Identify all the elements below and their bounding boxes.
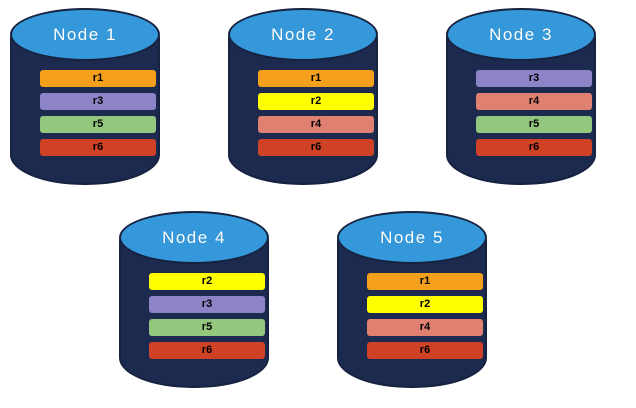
database-node-4[interactable]: Node 4 r2 r3 r5 r6: [119, 211, 269, 397]
replica-label: r2: [201, 275, 213, 287]
replica-bar[interactable]: r4: [476, 93, 592, 110]
cylinder-top-ellipse: Node 2: [228, 8, 378, 61]
replica-stack: r1 r2 r4 r6: [258, 70, 374, 156]
replica-label: r4: [528, 95, 540, 107]
replica-bar[interactable]: r5: [476, 116, 592, 133]
replica-stack: r2 r3 r5 r6: [149, 273, 265, 359]
replica-bar[interactable]: r1: [258, 70, 374, 87]
database-node-2[interactable]: Node 2 r1 r2 r4 r6: [228, 8, 378, 194]
database-node-1[interactable]: Node 1 r1 r3 r5 r6: [10, 8, 160, 194]
database-node-5[interactable]: Node 5 r1 r2 r4 r6: [337, 211, 487, 397]
replica-label: r5: [201, 321, 213, 333]
replica-label: r5: [92, 118, 104, 130]
cylinder-top-ellipse: Node 1: [10, 8, 160, 61]
replica-label: r4: [419, 321, 431, 333]
replica-bar[interactable]: r1: [367, 273, 483, 290]
replica-label: r2: [419, 298, 431, 310]
node-label: Node 5: [380, 228, 444, 247]
replica-bar[interactable]: r6: [476, 139, 592, 156]
replica-label: r6: [201, 344, 213, 356]
node-label: Node 3: [489, 25, 553, 44]
replica-bar[interactable]: r3: [476, 70, 592, 87]
replica-bar[interactable]: r6: [149, 342, 265, 359]
replica-bar[interactable]: r3: [40, 93, 156, 110]
replica-bar[interactable]: r2: [367, 296, 483, 313]
cylinder-top-ellipse: Node 3: [446, 8, 596, 61]
replica-bar[interactable]: r3: [149, 296, 265, 313]
replica-label: r3: [528, 72, 540, 84]
replica-label: r5: [528, 118, 540, 130]
replica-stack: r1 r2 r4 r6: [367, 273, 483, 359]
database-node-3[interactable]: Node 3 r3 r4 r5 r6: [446, 8, 596, 194]
replica-label: r1: [92, 72, 104, 84]
cylinder-top-ellipse: Node 5: [337, 211, 487, 264]
replica-bar[interactable]: r4: [258, 116, 374, 133]
replica-bar[interactable]: r4: [367, 319, 483, 336]
node-label: Node 2: [271, 25, 335, 44]
replica-stack: r1 r3 r5 r6: [40, 70, 156, 156]
replica-label: r1: [419, 275, 431, 287]
replica-bar[interactable]: r5: [40, 116, 156, 133]
replica-bar[interactable]: r6: [40, 139, 156, 156]
node-label: Node 4: [162, 228, 226, 247]
replica-bar[interactable]: r2: [149, 273, 265, 290]
replica-label: r6: [528, 141, 540, 153]
replica-bar[interactable]: r6: [367, 342, 483, 359]
replica-label: r6: [419, 344, 431, 356]
replica-label: r3: [201, 298, 213, 310]
replica-label: r3: [92, 95, 104, 107]
replica-label: r2: [310, 95, 322, 107]
replica-label: r1: [310, 72, 322, 84]
replica-bar[interactable]: r6: [258, 139, 374, 156]
cylinder-top-ellipse: Node 4: [119, 211, 269, 264]
replica-label: r6: [310, 141, 322, 153]
replica-bar[interactable]: r5: [149, 319, 265, 336]
node-label: Node 1: [53, 25, 117, 44]
replica-bar[interactable]: r1: [40, 70, 156, 87]
replica-label: r6: [92, 141, 104, 153]
replica-stack: r3 r4 r5 r6: [476, 70, 592, 156]
replica-bar[interactable]: r2: [258, 93, 374, 110]
replica-label: r4: [310, 118, 322, 130]
